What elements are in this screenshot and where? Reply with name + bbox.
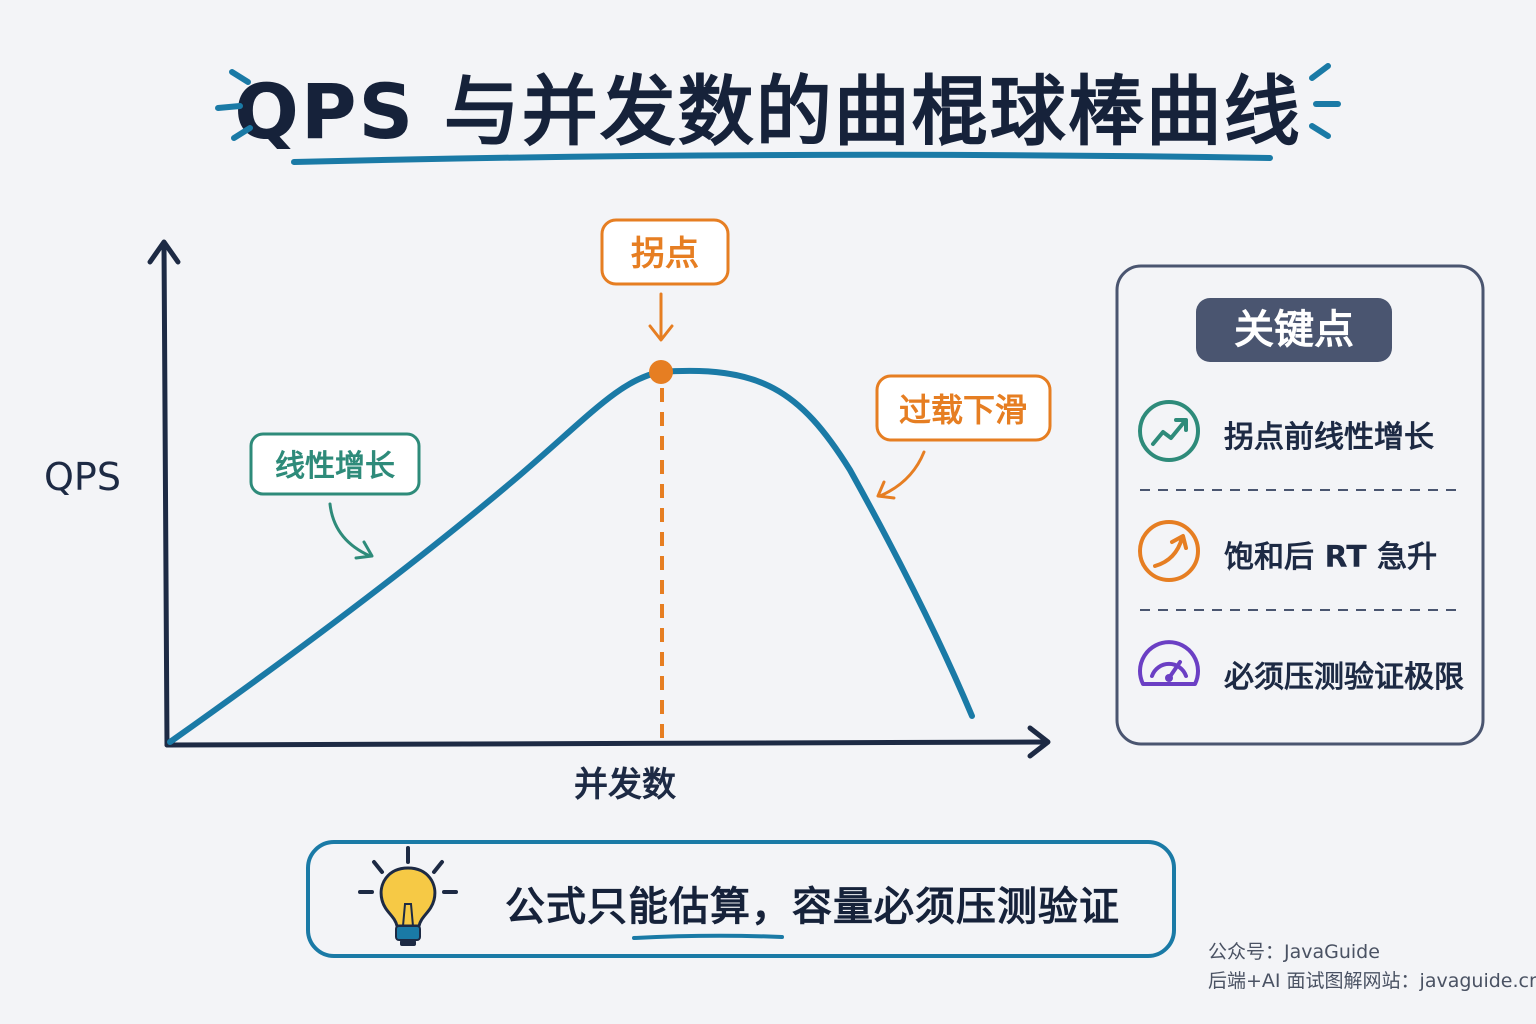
title-sparkle-left bbox=[215, 69, 253, 141]
rise-label-box bbox=[249, 432, 421, 496]
fall-label-box bbox=[875, 374, 1052, 442]
trend-up-icon bbox=[1138, 400, 1200, 462]
title-sparkle-right bbox=[1309, 63, 1341, 139]
legend-item-linear: 拐点前线性增长 bbox=[1224, 420, 1434, 455]
rise-arrow bbox=[328, 502, 374, 560]
speedometer-icon bbox=[1138, 640, 1200, 686]
legend-item-saturation: 饱和后 RT 急升 bbox=[1224, 540, 1438, 575]
x-axis-label: 并发数 bbox=[574, 765, 676, 805]
title-underline bbox=[291, 151, 1273, 165]
tip-text: 公式只能估算，容量必须压测验证 bbox=[505, 884, 1120, 930]
legend-panel bbox=[1115, 264, 1485, 746]
peak-arrow bbox=[648, 292, 674, 342]
fall-label: 过载下滑 bbox=[899, 391, 1027, 429]
x-axis bbox=[164, 725, 1051, 759]
footer-wechat: 公众号：JavaGuide bbox=[1208, 941, 1380, 963]
lightbulb-icon bbox=[358, 846, 458, 946]
peak-point bbox=[649, 360, 673, 384]
legend-title: 关键点 bbox=[1196, 298, 1392, 362]
legend-item-load-test: 必须压测验证极限 bbox=[1224, 660, 1464, 695]
peak-label: 拐点 bbox=[631, 234, 699, 274]
page-title: QPS 与并发数的曲棍球棒曲线 bbox=[234, 67, 1302, 156]
tip-underline bbox=[632, 933, 784, 940]
qps-curve bbox=[167, 367, 975, 745]
fall-arrow bbox=[876, 450, 926, 500]
rise-label: 线性增长 bbox=[275, 449, 395, 484]
footer-website: 后端+AI 面试图解网站：javaguide.cn bbox=[1208, 970, 1536, 992]
arrow-up-right-icon bbox=[1138, 520, 1200, 582]
y-axis-label: QPS bbox=[44, 455, 121, 499]
peak-label-box bbox=[600, 218, 730, 286]
tip-box bbox=[306, 840, 1176, 958]
y-axis bbox=[147, 239, 181, 748]
